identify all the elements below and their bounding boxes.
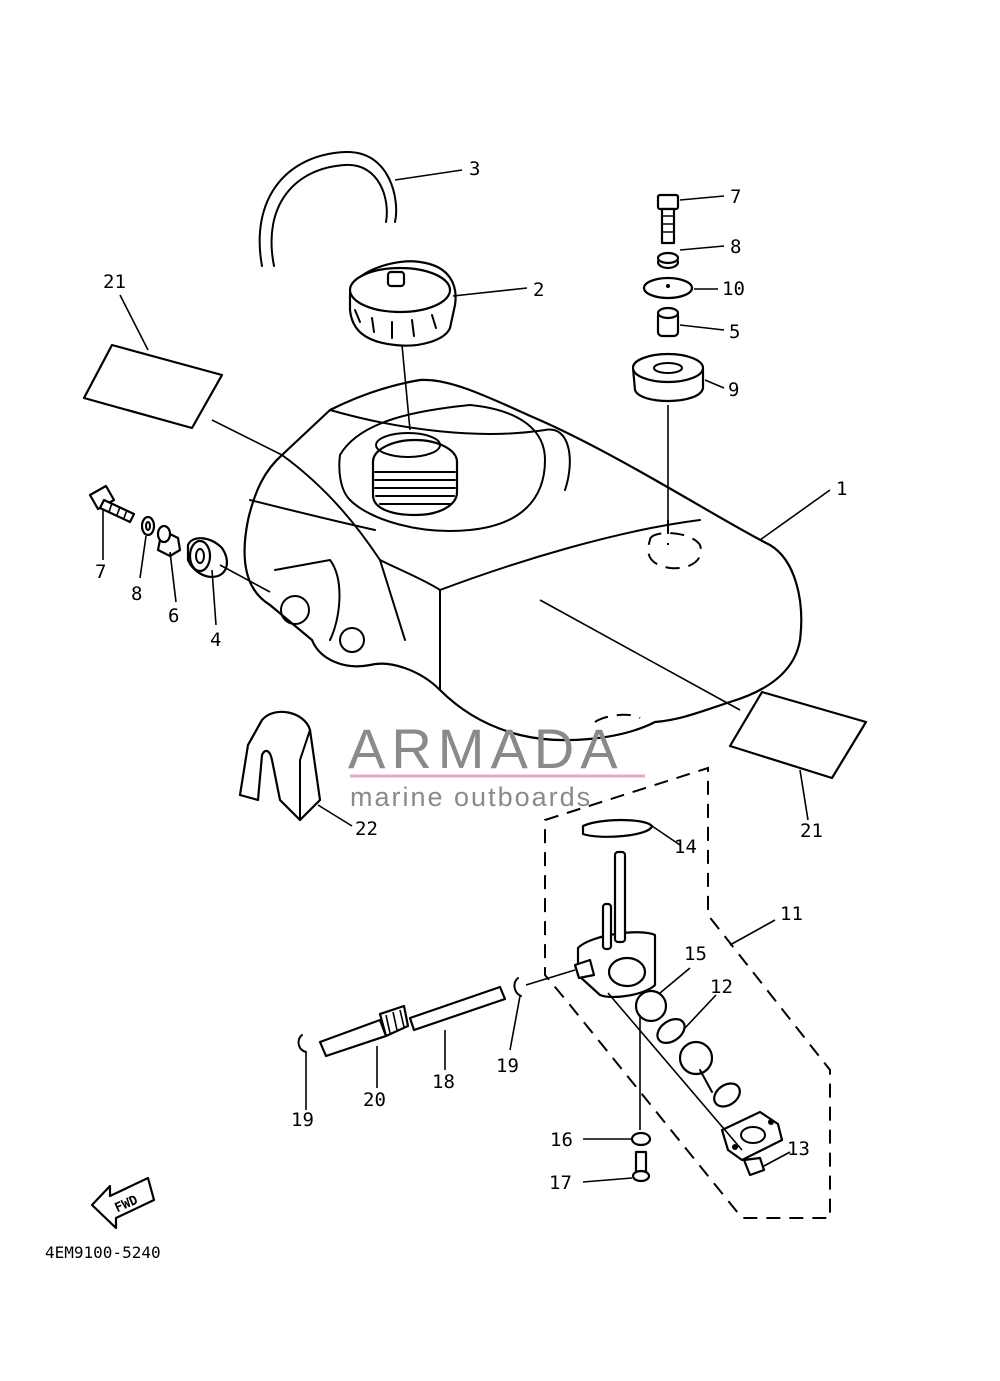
fuel-cock-body	[573, 850, 657, 999]
callout-14: 14	[674, 836, 697, 858]
callout-19-left: 19	[291, 1109, 314, 1131]
plate-washer-part-10	[642, 276, 694, 300]
watermark-brand: ARMADA	[348, 717, 624, 780]
hose-part-18	[408, 985, 507, 1032]
lever-assembly	[678, 1040, 741, 1108]
clip-part-19-right	[513, 977, 522, 997]
callout-21-left: 21	[103, 271, 126, 293]
callout-7-left: 7	[95, 561, 106, 583]
washer-part-8-left	[140, 515, 156, 537]
screw-part-13	[742, 1156, 766, 1177]
callout-16: 16	[550, 1129, 573, 1151]
grommet-part-9	[631, 352, 705, 403]
rubber-clip-part-22	[238, 710, 322, 822]
leader-lines	[102, 169, 831, 1183]
filler-cap-part-2	[348, 260, 457, 347]
joint-part-20	[318, 1004, 410, 1058]
vent-hose-part-3	[258, 150, 398, 267]
collar-part-6	[156, 524, 182, 558]
callout-13: 13	[787, 1138, 810, 1160]
diagram-code: 4EM9100-5240	[45, 1243, 161, 1262]
grommet-part-4	[186, 537, 228, 578]
callout-10: 10	[722, 278, 745, 300]
callout-5: 5	[729, 321, 740, 343]
callout-12: 12	[710, 976, 733, 998]
callout-8-left: 8	[131, 583, 142, 605]
screw-part-17	[631, 1150, 651, 1183]
callout-4: 4	[210, 629, 221, 651]
callout-21-right: 21	[800, 820, 823, 842]
callout-1: 1	[836, 478, 847, 500]
callout-17: 17	[549, 1172, 572, 1194]
watermark-tagline: marine outboards	[350, 782, 592, 812]
assembly-line-diagonal	[607, 992, 743, 1151]
bolt-line-left	[219, 564, 271, 593]
callout-8-right: 8	[730, 236, 741, 258]
hose-line	[525, 969, 576, 986]
decal-part-21-right	[728, 690, 868, 780]
washer-part-16	[630, 1131, 652, 1147]
callout-labels: 1 2 3 4 5 6 7 7 8 8 9 10 11 12 13 14 15 …	[95, 158, 847, 1194]
bolt-part-7-left	[88, 484, 136, 524]
plate-part-13	[720, 1110, 784, 1162]
callout-11: 11	[780, 903, 803, 925]
fuel-tank-part-1	[243, 378, 803, 742]
callout-20: 20	[363, 1089, 386, 1111]
cap-part-15	[634, 989, 668, 1023]
callout-7-right: 7	[730, 186, 741, 208]
o-ring-part-12	[656, 1018, 686, 1044]
callout-15: 15	[684, 943, 707, 965]
callout-22: 22	[355, 818, 378, 840]
collar-part-5	[656, 306, 680, 338]
callout-2: 2	[533, 279, 544, 301]
callout-6: 6	[168, 605, 179, 627]
decal-part-21-left	[82, 343, 224, 430]
callout-9: 9	[728, 379, 739, 401]
bolt-part-7-right	[656, 193, 680, 245]
clip-part-19-left	[297, 1034, 307, 1053]
fuel-cock-assembly-box	[544, 766, 831, 1219]
callout-3: 3	[469, 158, 480, 180]
callout-19-right: 19	[496, 1055, 519, 1077]
callout-18: 18	[432, 1071, 455, 1093]
fwd-arrow-icon	[90, 1176, 156, 1230]
gasket-part-14	[581, 818, 654, 838]
washer-part-8-right	[656, 251, 680, 270]
